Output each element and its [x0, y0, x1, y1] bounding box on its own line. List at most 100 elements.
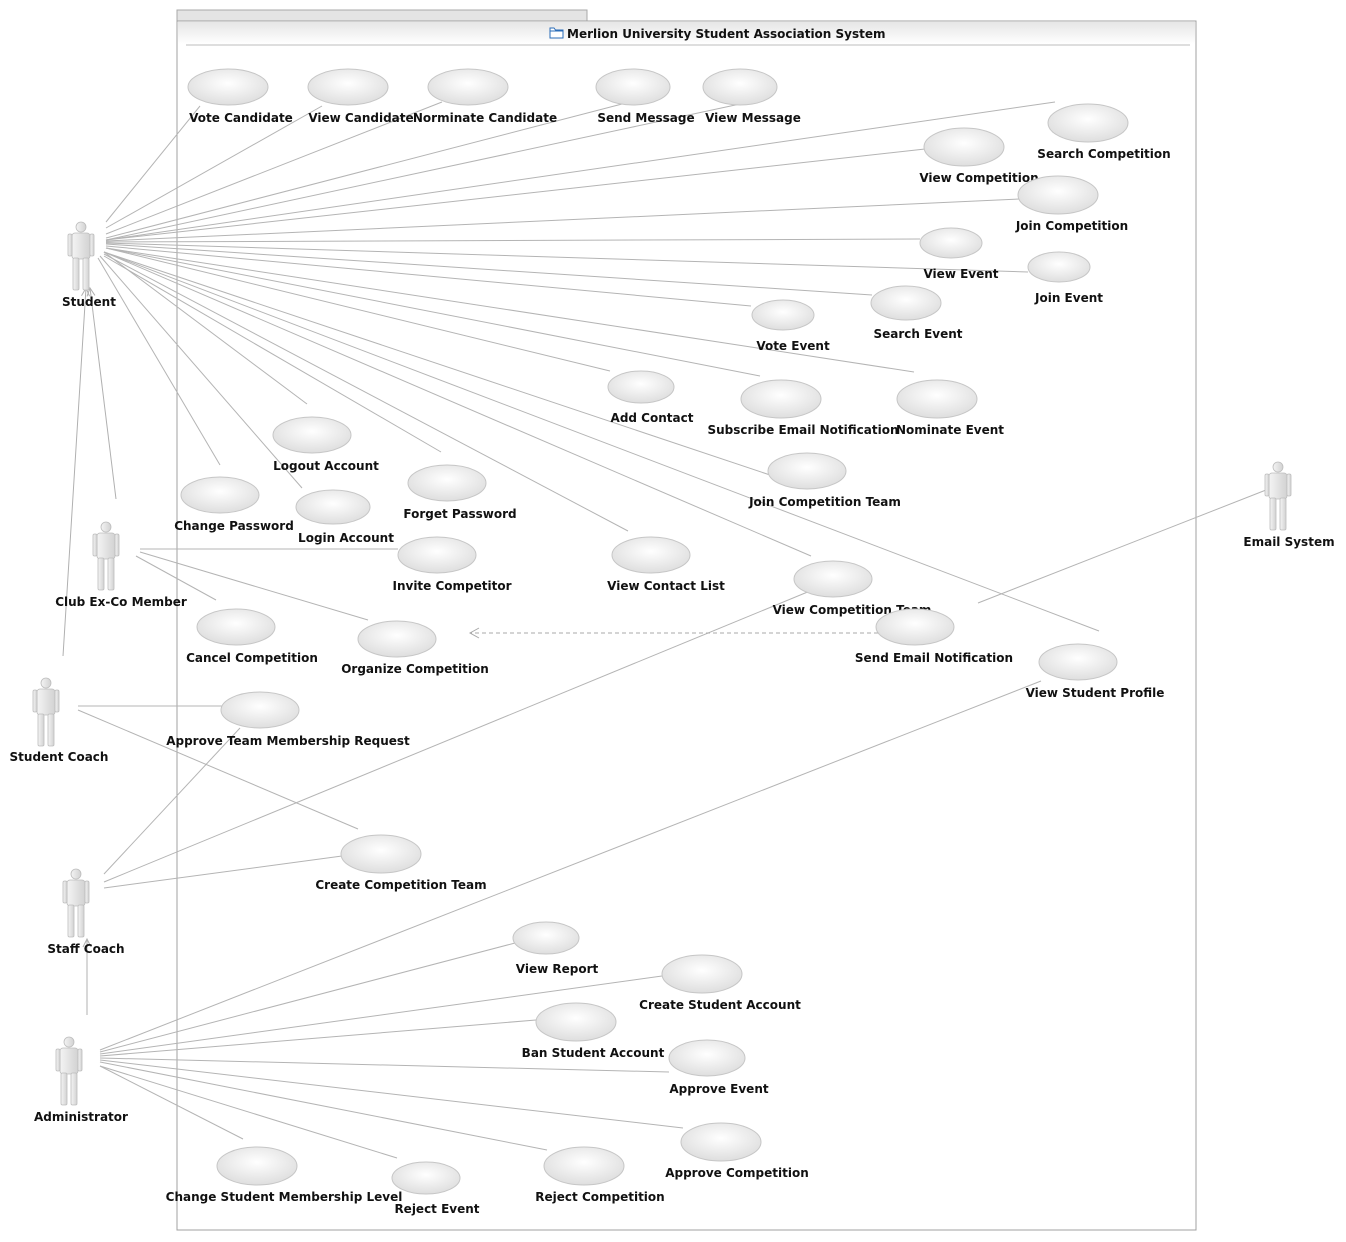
use-case-ellipse[interactable]: [391, 1161, 461, 1195]
generalization-exco-to-student: [86, 286, 117, 500]
use-case-ellipse[interactable]: [357, 620, 437, 658]
use-case-search-event[interactable]: Search Event: [870, 285, 963, 341]
actor-scoach[interactable]: Student Coach: [10, 677, 109, 764]
use-case-ellipse[interactable]: [923, 127, 1005, 167]
use-case-view-comp[interactable]: View Competition: [919, 127, 1039, 185]
use-case-ellipse[interactable]: [607, 370, 675, 404]
use-case-ellipse[interactable]: [1017, 175, 1099, 215]
use-case-nom-cand[interactable]: Norminate Candidate: [413, 68, 557, 125]
association-student-view_profile: [103, 251, 1100, 632]
use-case-label: View Competition: [919, 171, 1038, 185]
use-case-create-team[interactable]: Create Competition Team: [315, 834, 487, 892]
use-case-invite[interactable]: Invite Competitor: [392, 536, 512, 593]
use-case-ellipse[interactable]: [767, 452, 847, 490]
use-case-search-comp[interactable]: Search Competition: [1037, 103, 1171, 161]
use-case-view-msg[interactable]: View Message: [702, 68, 801, 125]
use-case-label: Create Student Account: [639, 998, 801, 1012]
use-case-ellipse[interactable]: [180, 476, 260, 514]
association-student-join_team: [103, 251, 780, 479]
association-email-send_email: [977, 489, 1267, 604]
actor-email[interactable]: Email System: [1243, 461, 1335, 549]
use-case-ellipse[interactable]: [793, 560, 873, 598]
use-case-sub-email[interactable]: Subscribe Email Notification: [707, 379, 899, 437]
use-case-ellipse[interactable]: [680, 1122, 762, 1162]
use-case-reject-event[interactable]: Reject Event: [391, 1161, 480, 1216]
use-case-ellipse[interactable]: [702, 68, 778, 106]
use-case-ellipse[interactable]: [340, 834, 422, 874]
use-case-create-acct[interactable]: Create Student Account: [639, 954, 801, 1012]
use-case-ellipse[interactable]: [272, 416, 352, 454]
use-case-ellipse[interactable]: [535, 1002, 617, 1042]
use-case-ellipse[interactable]: [216, 1146, 298, 1186]
use-case-add-contact[interactable]: Add Contact: [607, 370, 694, 425]
actor-admin[interactable]: Administrator: [34, 1036, 128, 1124]
association-student-view_event: [105, 238, 921, 243]
use-case-ellipse[interactable]: [919, 227, 983, 259]
use-case-ellipse[interactable]: [875, 608, 955, 646]
use-case-approve-team[interactable]: Approve Team Membership Request: [166, 691, 410, 748]
use-case-view-cand[interactable]: View Candidate: [307, 68, 414, 125]
actor-exco[interactable]: Club Ex-Co Member: [55, 521, 187, 609]
use-case-ellipse[interactable]: [740, 379, 822, 419]
use-case-join-event[interactable]: Join Event: [1027, 251, 1103, 305]
use-case-label: Create Competition Team: [315, 878, 486, 892]
use-case-ellipse[interactable]: [512, 921, 580, 955]
use-case-ellipse[interactable]: [196, 608, 276, 646]
use-case-logout[interactable]: Logout Account: [272, 416, 379, 473]
use-case-ellipse[interactable]: [407, 464, 487, 502]
use-case-ellipse[interactable]: [427, 68, 509, 106]
use-case-ellipse[interactable]: [611, 536, 691, 574]
use-case-ellipse[interactable]: [595, 68, 671, 106]
use-case-cancel-comp[interactable]: Cancel Competition: [186, 608, 318, 665]
use-case-ellipse[interactable]: [1038, 643, 1118, 681]
use-case-nom-event[interactable]: Nominate Event: [896, 379, 1004, 437]
use-case-reject-comp[interactable]: Reject Competition: [535, 1146, 665, 1204]
use-case-view-contacts[interactable]: View Contact List: [607, 536, 725, 593]
use-case-send-email[interactable]: Send Email Notification: [855, 608, 1013, 665]
use-case-join-comp[interactable]: Join Competition: [1015, 175, 1128, 233]
use-case-label: Change Password: [174, 519, 294, 533]
use-case-join-team[interactable]: Join Competition Team: [748, 452, 901, 509]
use-case-ellipse[interactable]: [220, 691, 300, 729]
actor-student[interactable]: Student: [62, 221, 116, 309]
use-case-change-level[interactable]: Change Student Membership Level: [166, 1146, 403, 1204]
use-case-ellipse[interactable]: [751, 299, 815, 331]
relationships: [62, 101, 1267, 1159]
use-case-label: Send Message: [597, 111, 694, 125]
actor-staff[interactable]: Staff Coach: [47, 868, 125, 956]
use-case-ellipse[interactable]: [668, 1039, 746, 1077]
use-case-ellipse[interactable]: [295, 489, 371, 525]
association-admin-create_acct: [99, 975, 663, 1055]
use-case-ellipse[interactable]: [1047, 103, 1129, 143]
use-case-view-profile[interactable]: View Student Profile: [1026, 643, 1165, 700]
use-case-ellipse[interactable]: [661, 954, 743, 994]
use-case-change-pw[interactable]: Change Password: [174, 476, 294, 533]
use-case-vote-cand[interactable]: Vote Candidate: [187, 68, 293, 125]
use-case-ellipse[interactable]: [543, 1146, 625, 1186]
use-case-send-msg[interactable]: Send Message: [595, 68, 695, 125]
use-case-label: View Contact List: [607, 579, 725, 593]
association-student-vote_event: [105, 245, 752, 307]
use-case-ellipse[interactable]: [896, 379, 978, 419]
use-case-ban-acct[interactable]: Ban Student Account: [522, 1002, 665, 1060]
use-case-label: Approve Event: [669, 1082, 768, 1096]
association-student-view_team: [103, 251, 812, 557]
use-case-view-report[interactable]: View Report: [512, 921, 598, 976]
use-case-login[interactable]: Login Account: [295, 489, 394, 545]
use-case-vote-event[interactable]: Vote Event: [751, 299, 830, 353]
use-case-approve-event[interactable]: Approve Event: [668, 1039, 769, 1096]
system-boundary: Merlion University Student Association S…: [176, 9, 1197, 1231]
use-case-ellipse[interactable]: [187, 68, 269, 106]
use-case-ellipse[interactable]: [307, 68, 389, 106]
use-case-org-comp[interactable]: Organize Competition: [341, 620, 489, 676]
association-admin-change_level: [99, 1065, 244, 1140]
use-case-ellipse[interactable]: [870, 285, 942, 321]
use-case-label: Subscribe Email Notification: [707, 423, 898, 437]
use-case-view-event[interactable]: View Event: [919, 227, 999, 281]
use-case-forget-pw[interactable]: Forget Password: [403, 464, 517, 521]
use-case-ellipse[interactable]: [1027, 251, 1091, 283]
use-case-ellipse[interactable]: [397, 536, 477, 574]
use-case-approve-comp[interactable]: Approve Competition: [665, 1122, 809, 1180]
